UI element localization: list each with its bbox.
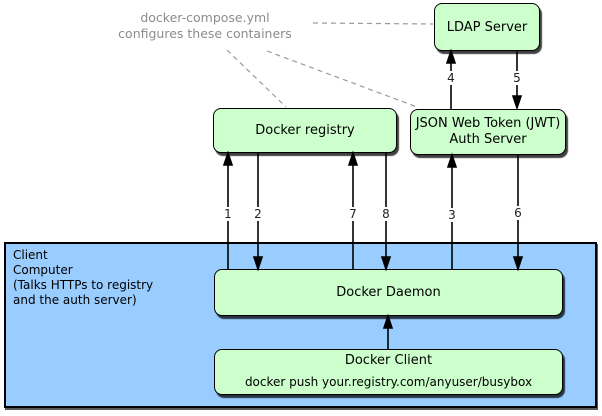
edge-5-arrowhead-down bbox=[511, 95, 523, 111]
edge-label-2: 2 bbox=[251, 207, 265, 221]
edge-label-3: 3 bbox=[445, 208, 459, 222]
edge-label-5: 5 bbox=[510, 71, 524, 85]
dashed-line-to-registry bbox=[226, 49, 287, 108]
node-jwt-auth-server-label-line1: JSON Web Token (JWT) bbox=[415, 116, 561, 131]
edge-4-arrowhead-up bbox=[445, 48, 457, 64]
edge-label-1: 1 bbox=[221, 207, 235, 221]
node-jwt-auth-server-label-line2: Auth Server bbox=[449, 132, 527, 147]
client-computer-label-line: Computer bbox=[13, 263, 73, 277]
client-computer-label-line: Client bbox=[13, 248, 48, 262]
node-ldap-server: LDAP Server bbox=[434, 3, 540, 51]
edge-3-arrowhead-up bbox=[446, 152, 458, 168]
node-docker-daemon-label: Docker Daemon bbox=[336, 285, 441, 300]
node-docker-client: Docker Client docker push your.registry.… bbox=[214, 349, 563, 395]
edge-1-arrowhead-up bbox=[222, 150, 234, 166]
node-docker-client-label: Docker Client bbox=[344, 353, 433, 368]
node-docker-registry-label: Docker registry bbox=[255, 123, 355, 138]
docker-push-command: docker push your.registry.com/anyuser/bu… bbox=[244, 375, 533, 389]
edge-7-arrowhead-up bbox=[347, 150, 359, 166]
edge-label-8: 8 bbox=[379, 207, 393, 221]
node-docker-daemon: Docker Daemon bbox=[214, 269, 563, 316]
compose-note-line1: docker-compose.yml bbox=[140, 10, 270, 25]
node-docker-registry: Docker registry bbox=[213, 108, 397, 153]
compose-note-line2: configures these containers bbox=[118, 26, 292, 41]
client-computer-label-line: (Talks HTTPs to registry bbox=[13, 278, 154, 292]
client-computer-label-line: and the auth server) bbox=[13, 293, 137, 307]
node-jwt-auth-server: JSON Web Token (JWT) Auth Server bbox=[410, 109, 566, 155]
compose-note: docker-compose.yml configures these cont… bbox=[80, 10, 330, 42]
client-computer-label: Client Computer (Talks HTTPs to registry… bbox=[13, 248, 153, 308]
edge-label-6: 6 bbox=[511, 206, 525, 220]
dashed-line-to-jwt bbox=[266, 50, 418, 108]
node-ldap-server-label: LDAP Server bbox=[446, 19, 528, 35]
edge-label-4: 4 bbox=[444, 71, 458, 85]
dashed-line-to-ldap bbox=[312, 22, 434, 25]
edge-label-7: 7 bbox=[346, 207, 360, 221]
